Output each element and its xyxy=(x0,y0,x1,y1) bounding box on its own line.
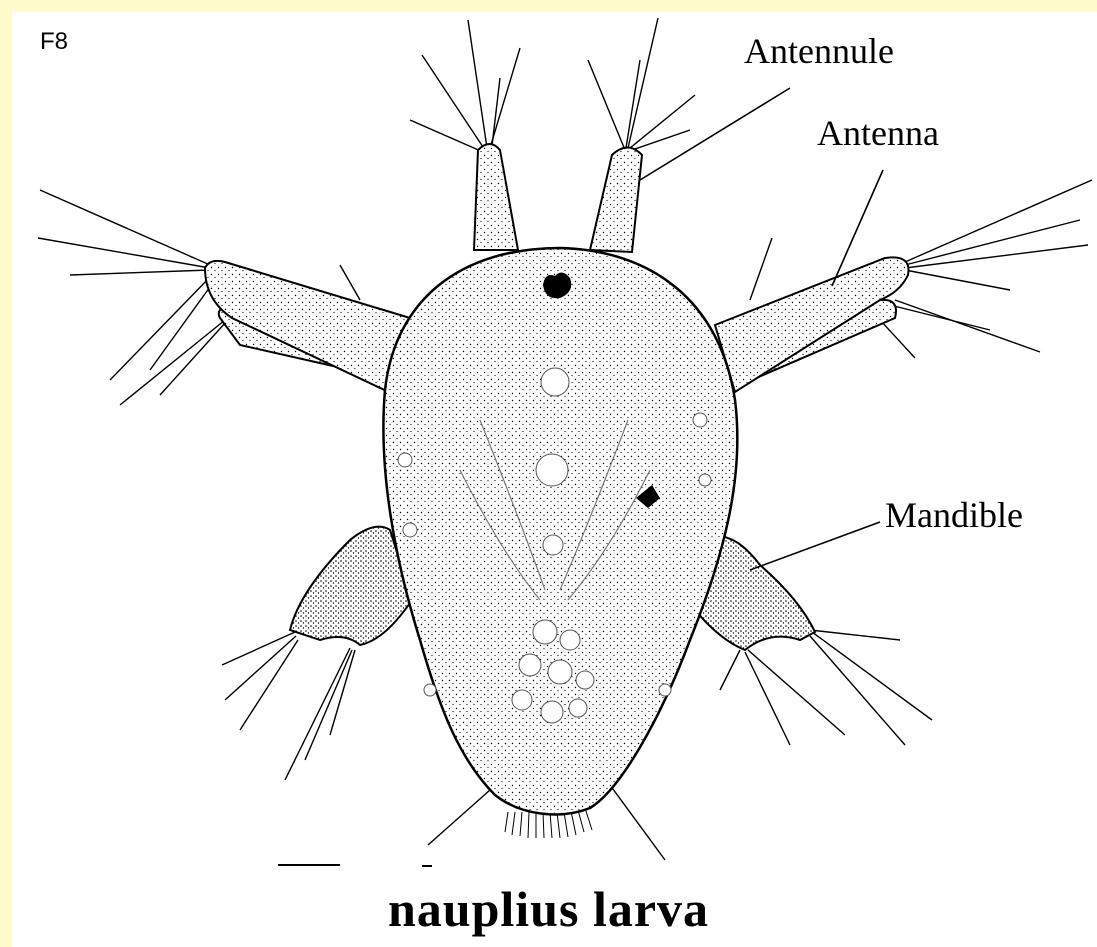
antennule-left-setae xyxy=(410,20,520,152)
mandible-left-setae xyxy=(222,632,355,780)
antennule-right xyxy=(590,148,642,253)
scale-bar xyxy=(278,865,432,866)
label-antenna: Antenna xyxy=(817,112,939,154)
figure-caption: nauplius larva xyxy=(0,880,1097,938)
label-antennule: Antennule xyxy=(744,30,894,72)
mandible-right-setae xyxy=(720,630,932,745)
body xyxy=(383,248,737,814)
label-mandible: Mandible xyxy=(885,494,1023,536)
figure-id: F8 xyxy=(40,28,68,56)
antennule-left xyxy=(474,144,518,250)
antennule-right-setae xyxy=(588,18,695,150)
mandible-left xyxy=(290,527,412,645)
